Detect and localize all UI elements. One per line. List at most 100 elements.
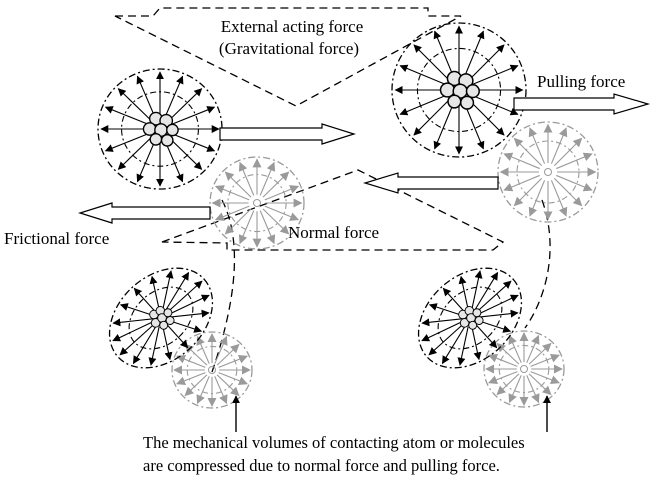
force-arrow — [421, 321, 462, 342]
molecule-cluster-icon — [149, 305, 175, 330]
center-dot-icon — [544, 168, 552, 176]
center-dot-icon — [208, 366, 216, 374]
force-arrow — [167, 136, 203, 170]
force-arrow — [428, 324, 463, 356]
light-sphere-bottom-right — [483, 330, 565, 408]
dark-sphere-lower-right — [417, 267, 523, 369]
force-arrow — [264, 185, 300, 201]
force-arrow — [112, 318, 152, 327]
force-arrow — [496, 373, 520, 396]
force-arrow — [264, 205, 300, 221]
force-arrow — [399, 64, 449, 86]
sphere-outline — [171, 331, 253, 409]
force-arrow — [458, 275, 469, 311]
force-arrow — [530, 371, 560, 385]
force-arrow — [441, 326, 466, 365]
force-arrow — [165, 271, 190, 310]
sphere-outline — [417, 267, 523, 369]
force-arrow — [553, 137, 583, 167]
sphere-outline — [108, 267, 214, 369]
center-dot-icon — [520, 365, 528, 373]
normal-force-label: Normal force — [288, 223, 379, 242]
atom-icon — [447, 94, 462, 109]
caption-line-2: are compressed due to normal force and p… — [143, 456, 500, 475]
force-arrow — [117, 88, 153, 122]
force-arrow — [162, 325, 173, 361]
force-arrow — [170, 132, 216, 152]
force-arrow — [218, 354, 248, 368]
force-arrow — [165, 323, 189, 349]
force-arrow — [457, 326, 469, 366]
light-sphere-middle-right — [497, 121, 599, 223]
force-arrow — [133, 287, 157, 313]
frictional-force-label: Frictional force — [4, 229, 109, 248]
force-arrow — [162, 270, 174, 310]
atom-icon — [165, 316, 175, 325]
force-arrow — [196, 376, 210, 405]
force-arrow — [176, 354, 206, 368]
force-arrow — [477, 280, 512, 312]
lower-force-region — [161, 169, 505, 251]
force-arrow — [503, 152, 540, 170]
force-arrow — [259, 161, 276, 196]
force-arrow — [184, 374, 208, 397]
force-arrow — [167, 88, 203, 122]
atom-icon — [465, 84, 480, 99]
force-arrow — [553, 177, 583, 207]
force-arrow — [526, 334, 540, 363]
force-arrow — [413, 98, 451, 136]
force-arrow — [169, 294, 210, 315]
force-arrow — [469, 64, 519, 86]
force-arrow — [238, 210, 255, 245]
force-arrow — [224, 208, 252, 235]
dark-sphere-upper-right — [391, 22, 527, 158]
force-arrow — [262, 208, 290, 235]
force-arrow — [148, 326, 160, 366]
force-arrow — [474, 271, 499, 310]
force-arrow — [196, 335, 210, 364]
force-arrow — [526, 375, 540, 404]
force-arrow — [528, 127, 546, 164]
force-arrow — [170, 106, 216, 126]
force-arrow — [238, 161, 255, 196]
force-arrow — [149, 275, 160, 311]
molecule-cluster-icon — [458, 305, 484, 330]
force-arrow — [117, 136, 153, 170]
atom-icon — [163, 308, 173, 318]
atom-icon — [459, 95, 475, 110]
force-arrow — [136, 75, 157, 120]
frictional-force-arrow — [77, 202, 211, 224]
force-arrow — [413, 44, 451, 82]
sphere-outline — [497, 121, 599, 223]
force-arrow — [556, 152, 593, 170]
force-arrow — [262, 171, 290, 198]
molecule-cluster-icon — [439, 70, 480, 110]
force-arrow — [216, 374, 240, 397]
force-arrow — [168, 280, 203, 312]
light-sphere-middle-left — [209, 156, 305, 250]
force-arrow — [119, 303, 154, 317]
force-arrow — [104, 132, 150, 152]
force-arrow — [513, 177, 543, 207]
force-arrow — [528, 342, 552, 365]
force-arrow — [428, 303, 463, 317]
force-arrow — [550, 180, 568, 217]
force-arrow — [528, 373, 552, 396]
force-arrow — [112, 321, 153, 342]
force-arrow — [433, 30, 455, 80]
force-arrow — [471, 270, 483, 310]
force-arrow — [508, 375, 522, 404]
force-arrow — [163, 75, 184, 120]
force-arrow — [214, 185, 250, 201]
force-arrow — [503, 174, 540, 192]
force-arrow — [433, 100, 455, 150]
atom-icon — [474, 316, 484, 325]
force-arrow — [176, 372, 206, 386]
upper-right-arrow — [219, 123, 357, 145]
force-arrow — [136, 138, 157, 183]
force-arrow — [488, 353, 518, 367]
atom-icon — [149, 132, 163, 146]
pulling-force-arrow — [513, 93, 651, 115]
gravitational-force-label: (Gravitational force) — [219, 39, 359, 58]
